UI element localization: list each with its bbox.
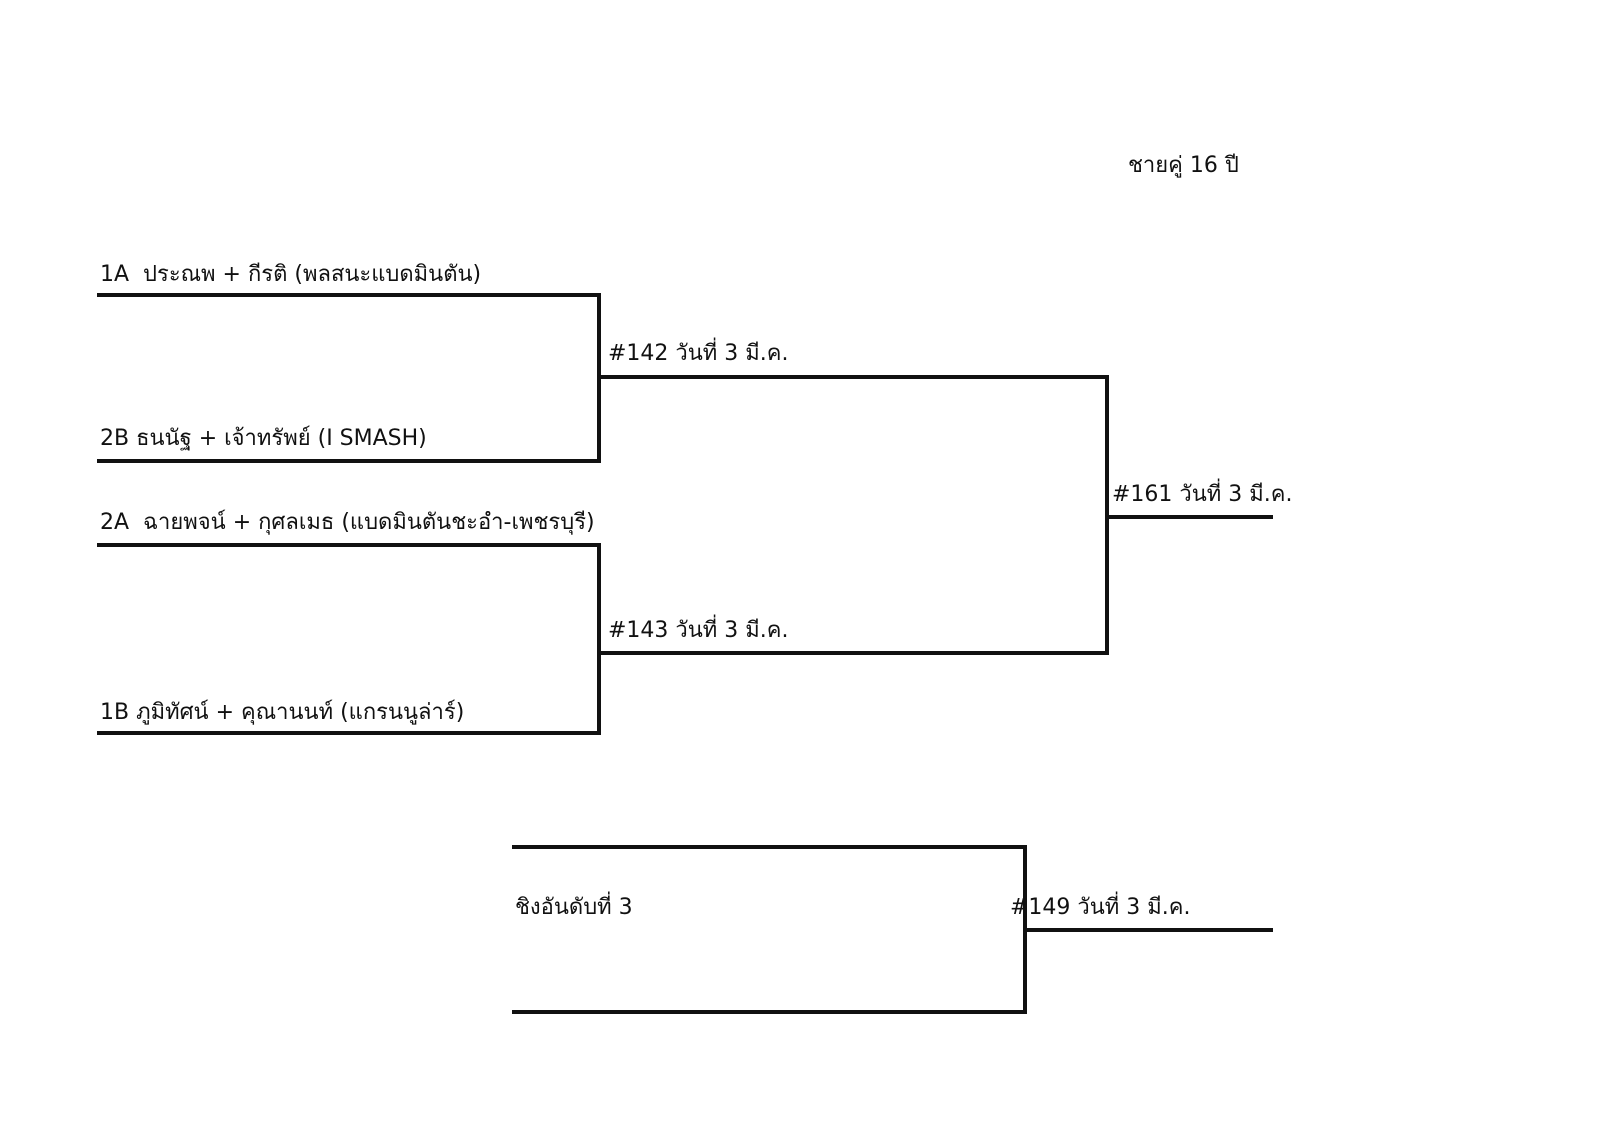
third-place-label: #149 วันที่ 3 มี.ค. — [1010, 895, 1191, 920]
final-label: #161 วันที่ 3 มี.ค. — [1112, 482, 1293, 507]
third-place-winner-line — [1027, 928, 1273, 932]
team-name-2b: 2B ธนนัฐ + เจ้าทรัพย์ (I SMASH) — [100, 426, 427, 451]
team-name-1a: 1A ประณพ + กีรติ (พลสนะแบดมินตัน) — [100, 262, 482, 287]
match2-winner-line — [601, 651, 1109, 655]
match2-top-line — [97, 543, 601, 547]
match1-vertical-line — [597, 293, 601, 463]
match2-vertical-line — [597, 543, 601, 735]
match2-bottom-line — [97, 731, 601, 735]
final-vertical-line — [1105, 375, 1109, 655]
third-place-vertical-line — [1023, 845, 1027, 1014]
team-name-1b: 1B ภูมิทัศน์ + คุณานนท์ (แกรนนูล่าร์) — [100, 700, 465, 725]
third-place-top-line — [512, 845, 1027, 849]
third-place-bottom-line — [512, 1010, 1027, 1014]
final-winner-line — [1109, 515, 1273, 519]
third-place-title: ชิงอันดับที่ 3 — [515, 895, 633, 920]
match1-winner-line — [601, 375, 1109, 379]
match2-label: #143 วันที่ 3 มี.ค. — [608, 618, 789, 643]
match1-bottom-line — [97, 459, 601, 463]
page-title: ชายคู่ 16 ปี — [1128, 153, 1239, 178]
team-name-2a: 2A ฉายพจน์ + กุศลเมธ (แบดมินตันชะอำ-เพชร… — [100, 510, 595, 535]
match1-top-line — [97, 293, 601, 297]
match1-label: #142 วันที่ 3 มี.ค. — [608, 341, 789, 366]
